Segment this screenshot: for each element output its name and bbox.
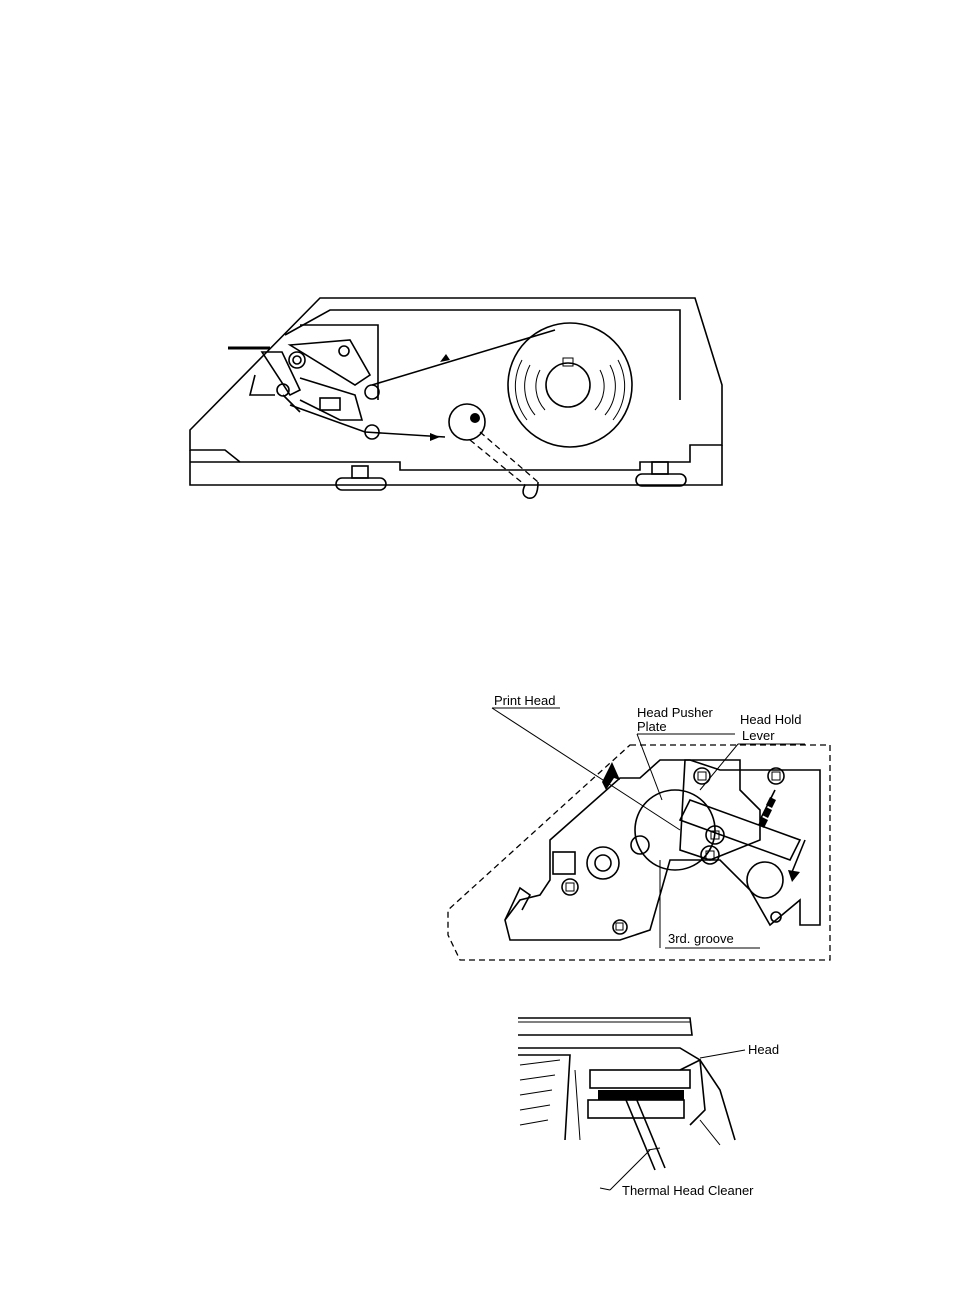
paper-path-svg bbox=[180, 285, 725, 510]
label-third-groove: 3rd. groove bbox=[668, 931, 734, 946]
screws bbox=[562, 768, 784, 934]
head-mechanism-diagram: Print Head Head Pusher Plate Head Hold L… bbox=[440, 690, 840, 970]
paper-roll bbox=[508, 323, 632, 447]
label-head-pusher-plate-line1: Head Pusher bbox=[637, 705, 714, 720]
head-cleaning-illustration: Head Thermal Head Cleaner bbox=[510, 1010, 810, 1205]
head-cleaning-svg: Head Thermal Head Cleaner bbox=[510, 1010, 810, 1205]
gear bbox=[587, 847, 619, 879]
down-arrow-icon bbox=[788, 870, 800, 882]
thermal-head bbox=[590, 1070, 690, 1088]
head-mechanism-svg: Print Head Head Pusher Plate Head Hold L… bbox=[440, 690, 840, 970]
label-head: Head bbox=[748, 1042, 779, 1057]
label-head-hold-lever-line1: Head Hold bbox=[740, 712, 801, 727]
label-thermal-head-cleaner: Thermal Head Cleaner bbox=[622, 1183, 754, 1198]
platen-roller bbox=[449, 404, 485, 440]
label-print-head: Print Head bbox=[494, 693, 555, 708]
label-head-pusher-plate-line2: Plate bbox=[637, 719, 667, 734]
paper-path-diagram bbox=[180, 285, 725, 510]
roller-2 bbox=[365, 385, 379, 399]
label-head-hold-lever-line2: Lever bbox=[742, 728, 775, 743]
